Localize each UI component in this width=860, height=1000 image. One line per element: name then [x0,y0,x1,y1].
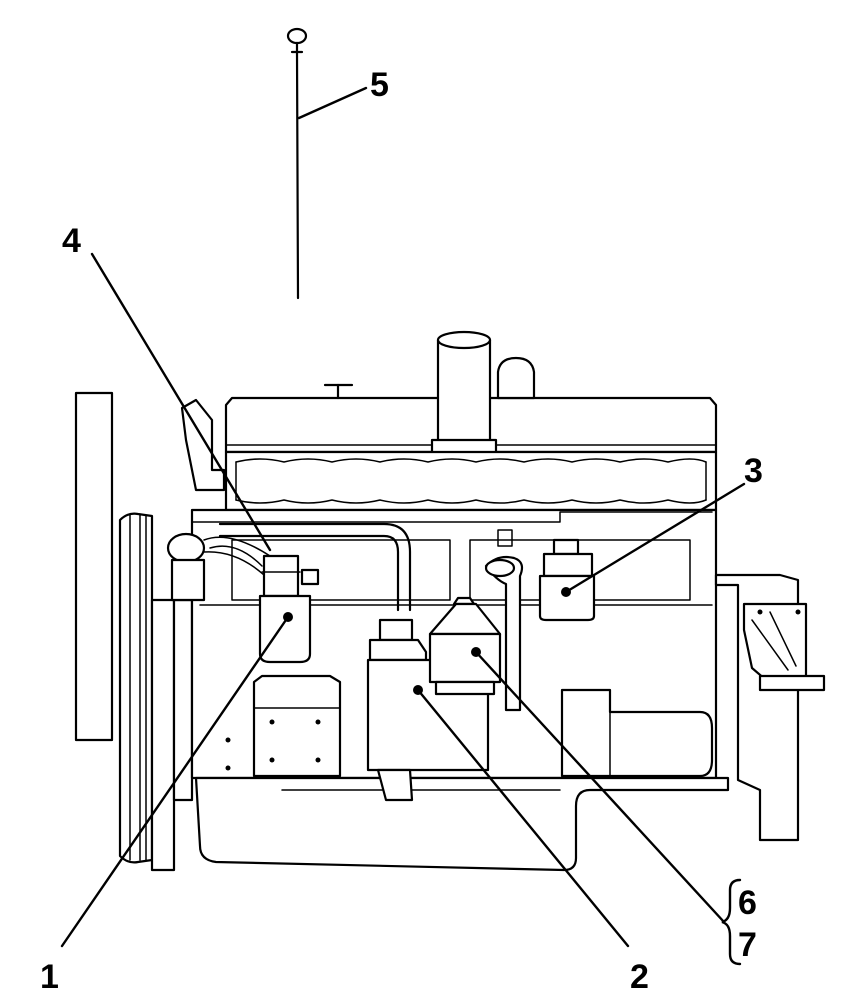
starter-motor [560,688,714,778]
callout-6: 6 [738,884,757,922]
fuel-filter-1 [258,554,320,664]
front-mount-bracket [225,674,342,778]
callout-3: 3 [744,452,763,490]
exhaust-manifold [224,450,718,512]
callout-5: 5 [370,66,389,104]
crank-pulley [118,512,194,872]
callout-4: 4 [62,222,81,260]
fan-blade [74,391,114,742]
rear-mount [714,573,826,842]
callout-2: 2 [630,958,649,996]
oil-filter-6-7 [428,596,502,696]
callout-7: 7 [738,926,757,964]
dipstick-tube [484,555,524,712]
callout-leaders [60,86,746,966]
dipstick [286,27,308,300]
oil-tube [218,522,412,612]
oil-pan [194,776,730,872]
callout-1: 1 [40,958,59,996]
water-pump [166,532,271,602]
fuel-filter-3 [497,529,596,622]
